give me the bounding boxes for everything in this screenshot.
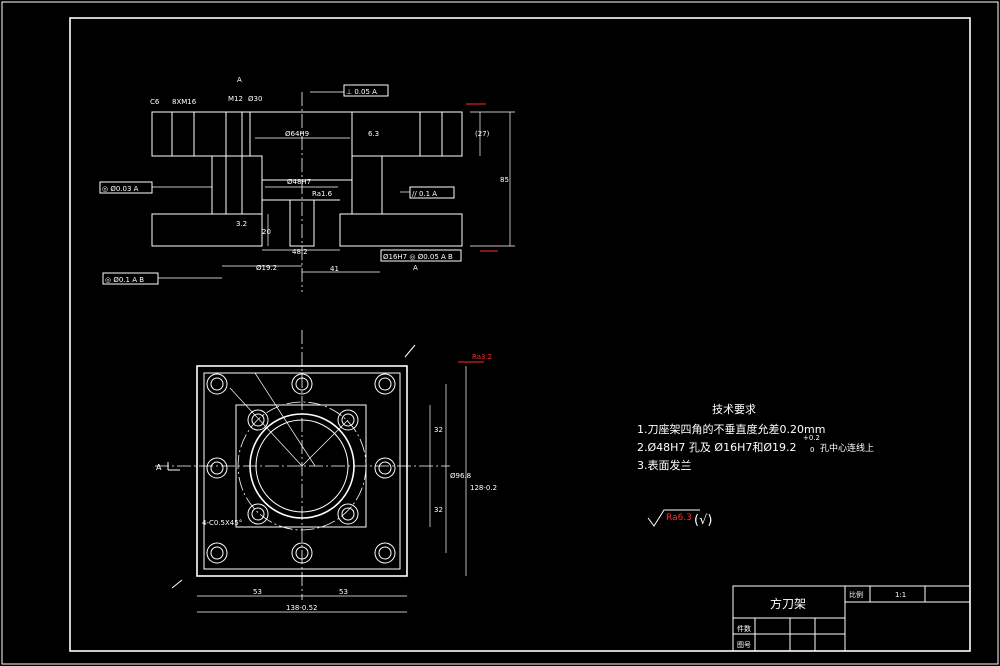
tech-heading: 技术要求: [712, 403, 756, 416]
tech-tol-upper: +0.2: [803, 434, 820, 442]
left-counterbore: [171, 111, 195, 157]
spot-dim: 8XM16: [172, 98, 197, 106]
dim-48-2: 48.2: [292, 248, 308, 256]
datum-letter: A: [413, 264, 418, 272]
chamfer-note: 4-C0.5X45°: [202, 519, 242, 527]
drawing-label: 图号: [737, 641, 751, 649]
dim-27: (27): [475, 130, 490, 138]
plan-view: A 53 53 138-0.52 4-C0.5X45° 32 32 Ø96.8 …: [155, 330, 497, 613]
tech-item-1: 1.刀座架四角的不垂直度允差0.20mm: [637, 422, 825, 436]
dim-41: 41: [330, 265, 339, 273]
plan-section-mark: A: [156, 463, 162, 472]
dim-53-left: 53: [253, 588, 262, 596]
plate-outline: [196, 365, 408, 577]
angle-dim: Ø30: [248, 95, 262, 103]
tech-item-2: 2.Ø48H7 孔及 Ø16H7和Ø19.2: [637, 441, 797, 454]
general-roughness-value: Ra6.3: [666, 513, 692, 523]
scale-label: 比例: [849, 590, 863, 599]
dim-53-right: 53: [339, 588, 348, 596]
tech-requirements: 技术要求 1.刀座架四角的不垂直度允差0.20mm 2.Ø48H7 孔及 Ø16…: [637, 403, 874, 528]
tolerance-bottom-left: ◎ Ø0.1 A B: [105, 276, 144, 284]
general-roughness-symbol: [647, 509, 700, 527]
scale-value: 1:1: [895, 591, 906, 599]
dim-overall: 138-0.52: [286, 604, 317, 612]
right-counterbore: [419, 111, 443, 157]
bore-circle: [249, 413, 355, 519]
chamfer-dim: C6: [150, 98, 160, 106]
count-label: 件数: [737, 624, 751, 633]
right-upper-flange: [351, 111, 463, 157]
left-body: [211, 155, 263, 215]
dim-side: Ø96.8: [450, 472, 471, 480]
left-lower-flange: [151, 213, 263, 247]
hole-192-dim: Ø19.2: [256, 264, 277, 272]
datum-a-top: A: [237, 76, 242, 84]
part-name: 方刀架: [770, 596, 806, 611]
tolerance-mid: // 0.1 A: [412, 190, 437, 198]
tech-tol-lower: 0: [810, 446, 814, 454]
left-upper-flange: [151, 111, 251, 157]
tech-item-3: 3.表面发兰: [637, 458, 692, 472]
rough-16: Ra1.6: [312, 190, 333, 198]
title-block: 方刀架 比例 1:1 件数 图号: [732, 585, 971, 652]
threaded-hole: [225, 111, 243, 215]
dim-32-top: 32: [434, 426, 443, 434]
bore-dim: Ø64H9: [285, 130, 309, 138]
inner-border: [69, 17, 971, 652]
general-roughness-paren: (√): [694, 513, 712, 528]
dim-20: 20: [262, 228, 271, 236]
rough-63: 6.3: [368, 130, 379, 138]
tolerance-top: ⊥ 0.05 A: [346, 88, 377, 96]
tolerance-left: ◎ Ø0.03 A: [102, 185, 139, 193]
thread-dim: M12: [228, 95, 243, 103]
tolerance-bottom-right: Ø16H7 ◎ Ø0.05 A B: [383, 253, 453, 261]
hole-48-dim: Ø48H7: [287, 178, 311, 186]
dim-32-bot: 32: [434, 506, 443, 514]
tech-item-2-tail: 孔中心连线上: [820, 442, 874, 454]
dim-85: 85: [500, 176, 509, 184]
mount-holes: [206, 373, 396, 564]
right-body: [351, 155, 383, 215]
plan-roughness-red: Ra3.2: [472, 353, 492, 361]
section-view: ⊥ 0.05 A ◎ Ø0.03 A // 0.1 A Ø16H7 ◎ Ø0.0…: [99, 76, 515, 292]
right-lower-flange: [339, 213, 463, 247]
rough-32: 3.2: [236, 220, 247, 228]
dim-side2: 128-0.2: [470, 484, 497, 492]
